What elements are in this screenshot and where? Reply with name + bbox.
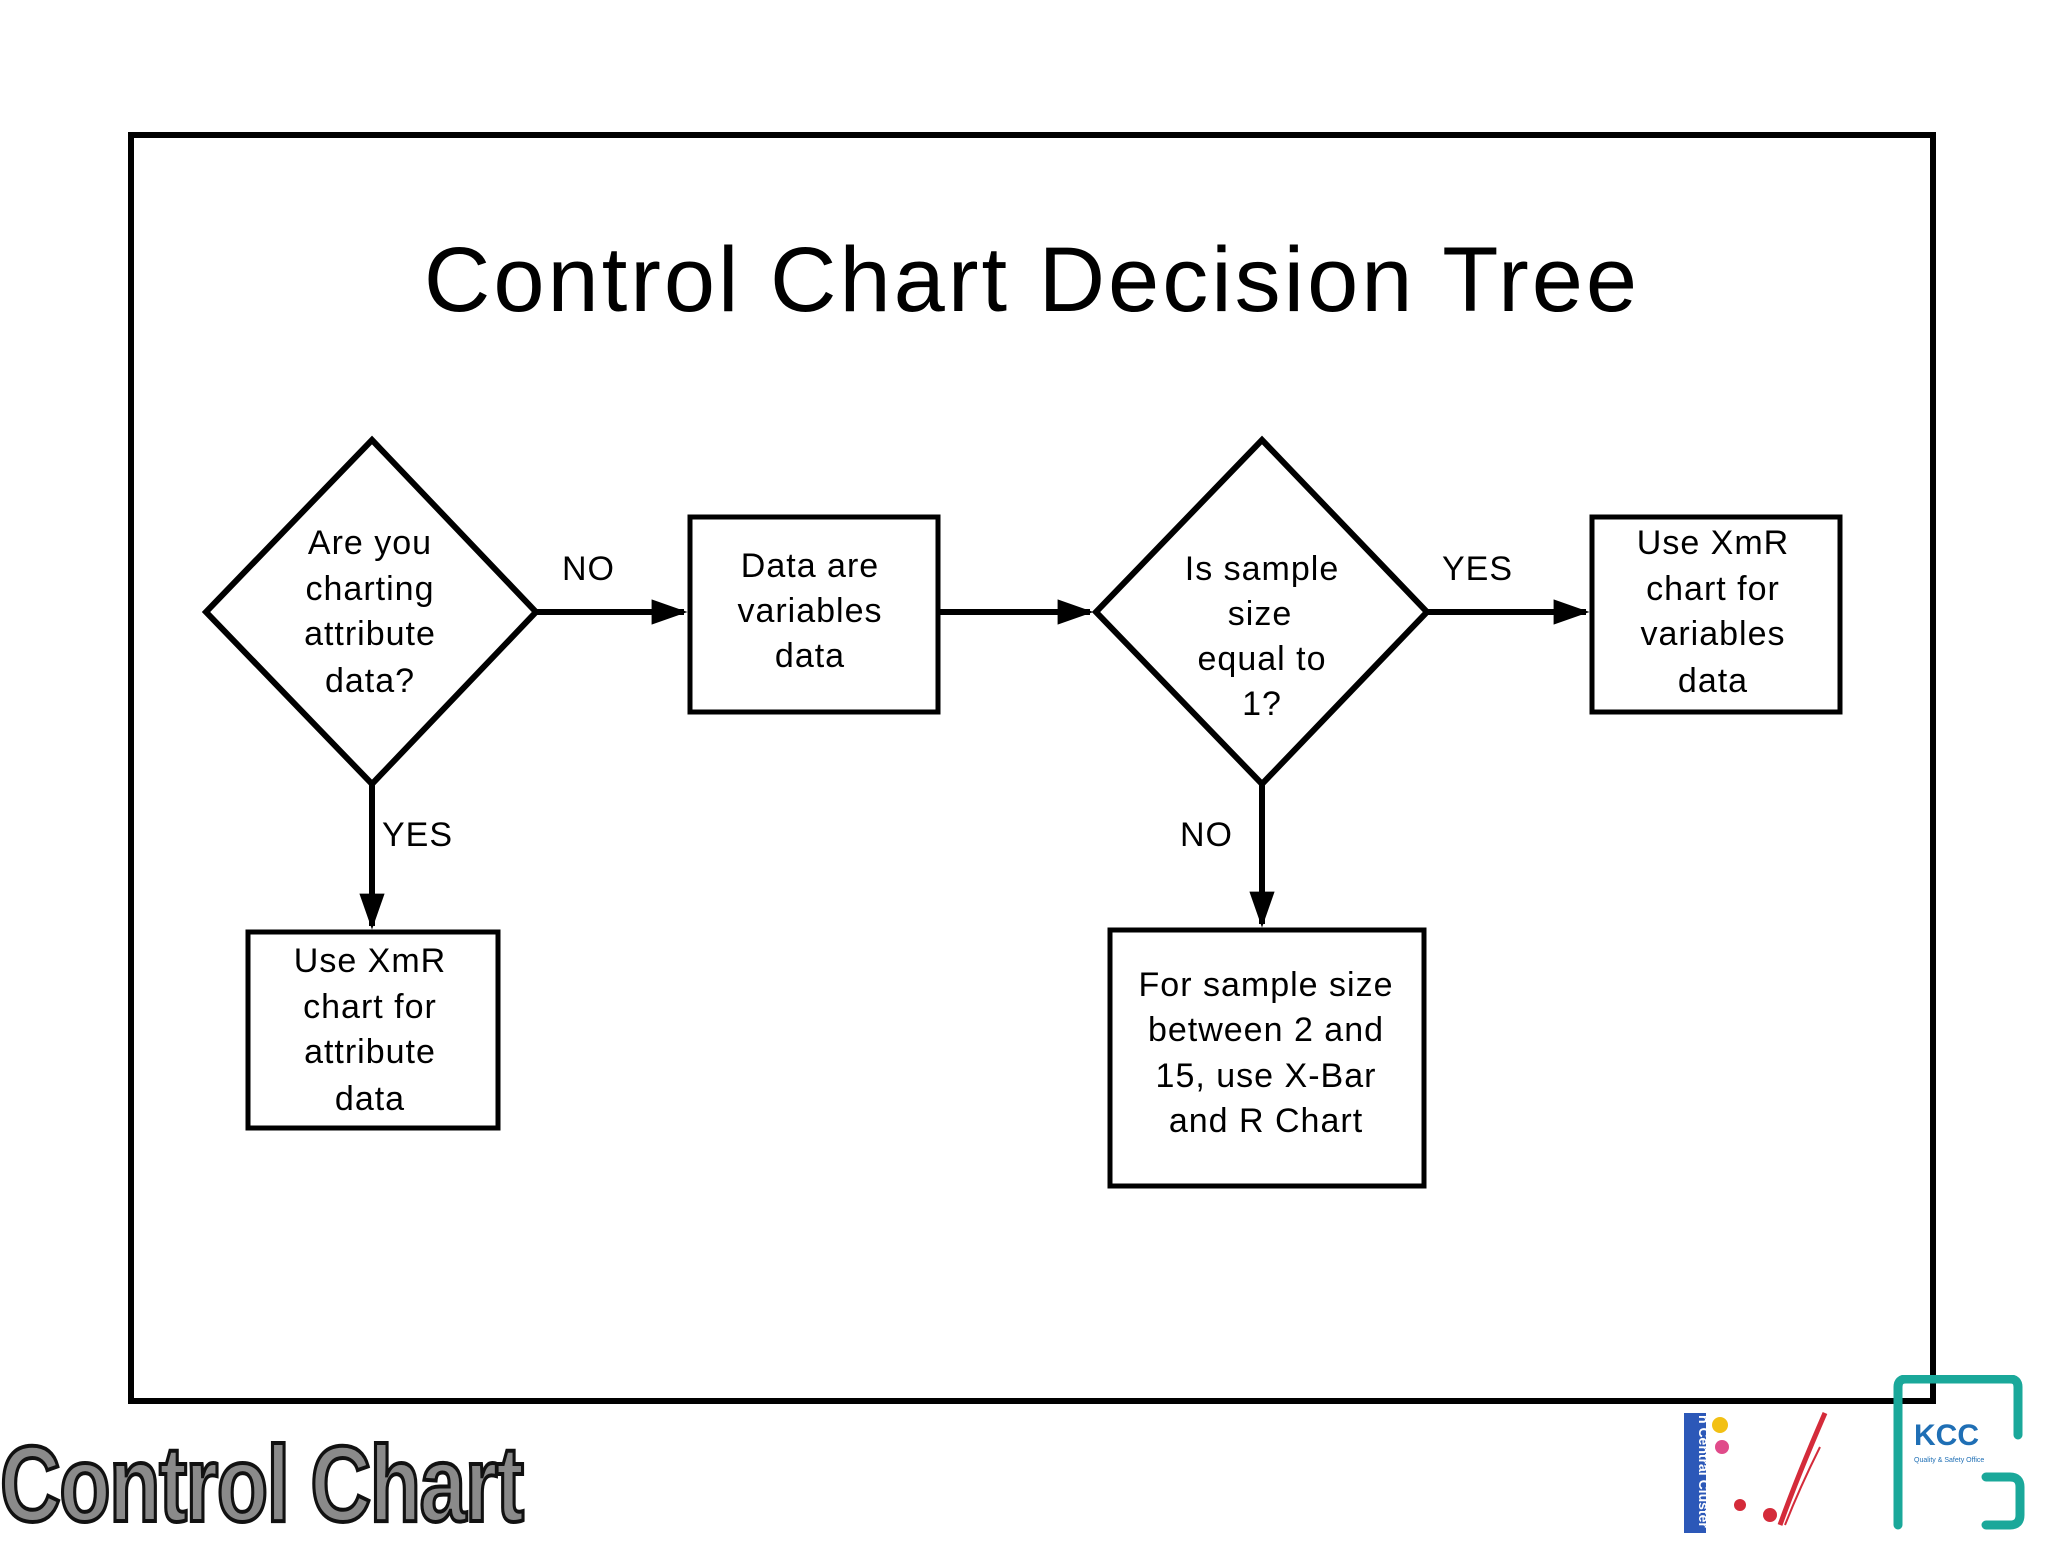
node-q2-line-2: size bbox=[1228, 595, 1292, 633]
decision-node-sample-size: Is sample size equal to 1? bbox=[1091, 435, 1432, 789]
node-xbar-line-2: between 2 and bbox=[1148, 1011, 1384, 1049]
node-xmr-attr-line-1: Use XmR bbox=[294, 942, 446, 980]
page-title: Control Chart Decision Tree bbox=[423, 229, 1641, 331]
kcc-logo-subtext: Quality & Safety Office bbox=[1914, 1457, 1984, 1464]
node-q1-line-2: charting bbox=[306, 570, 435, 608]
node-q1-line-1: Are you bbox=[308, 524, 432, 562]
node-q2-line-4: 1? bbox=[1242, 685, 1282, 723]
kcc-logo-text: KCC bbox=[1914, 1419, 1979, 1452]
node-xmr-attr-line-4: data bbox=[335, 1080, 405, 1118]
node-variables-line-2: variables bbox=[737, 592, 882, 630]
edge-label-q1-yes: YES bbox=[382, 816, 453, 854]
footer-title: Control Chart bbox=[0, 1423, 526, 1544]
node-xmr-attr-line-3: attribute bbox=[304, 1033, 436, 1071]
node-xmr-attr-line-2: chart for bbox=[303, 988, 437, 1026]
node-xbar-line-3: 15, use X-Bar bbox=[1156, 1057, 1377, 1095]
edge-label-q2-yes: YES bbox=[1442, 550, 1513, 588]
node-q1-line-3: attribute bbox=[304, 615, 436, 653]
decision-node-attribute: Are you charting attribute data? bbox=[201, 435, 541, 789]
organization-logos: n Central Cluster KCC Quality & Safety O… bbox=[1684, 1375, 2025, 1533]
result-node-xmr-variables: Use XmR chart for variables data bbox=[1589, 514, 1843, 715]
node-xbar-line-1: For sample size bbox=[1139, 966, 1394, 1004]
node-xbar-line-4: and R Chart bbox=[1169, 1102, 1363, 1140]
node-xmr-var-line-4: data bbox=[1678, 662, 1748, 700]
node-q2-line-3: equal to bbox=[1198, 640, 1327, 678]
cluster-logo: n Central Cluster bbox=[1684, 1412, 1828, 1533]
node-variables-line-1: Data are bbox=[741, 547, 879, 585]
node-xmr-var-line-1: Use XmR bbox=[1637, 524, 1789, 562]
node-xmr-var-line-2: chart for bbox=[1646, 570, 1780, 608]
edge-label-q1-no: NO bbox=[562, 550, 615, 588]
node-q1-line-4: data? bbox=[325, 662, 415, 700]
node-q2-line-1: Is sample bbox=[1185, 550, 1340, 588]
diagram-frame bbox=[128, 132, 1936, 1404]
node-xmr-var-line-3: variables bbox=[1640, 615, 1785, 653]
kcc-logo: KCC Quality & Safety Office bbox=[1893, 1375, 2025, 1530]
process-node-variables: Data are variables data bbox=[687, 514, 941, 715]
result-node-xbar-r: For sample size between 2 and 15, use X-… bbox=[1107, 927, 1427, 1189]
node-variables-line-3: data bbox=[775, 637, 845, 675]
result-node-xmr-attribute: Use XmR chart for attribute data bbox=[245, 929, 501, 1131]
cluster-name-text: n Central Cluster bbox=[1696, 1415, 1712, 1528]
edge-label-q2-no: NO bbox=[1180, 816, 1233, 854]
